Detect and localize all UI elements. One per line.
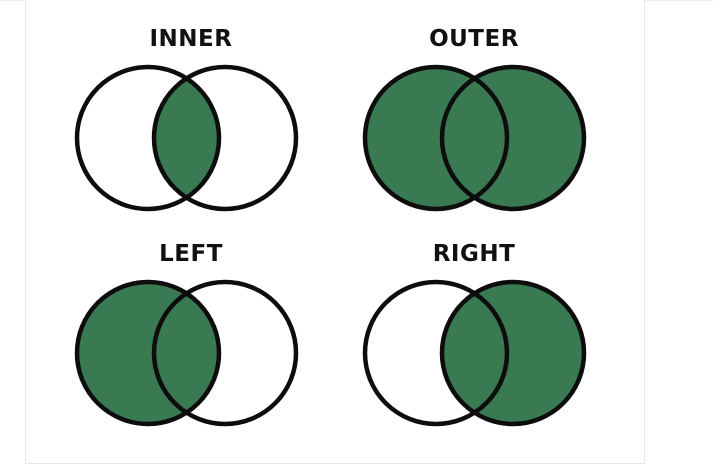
left-right-outline xyxy=(151,279,299,427)
right-right-fill xyxy=(442,282,584,424)
right-title: RIGHT xyxy=(432,241,516,267)
outer-right-outline xyxy=(439,64,587,212)
left-venn xyxy=(74,279,299,427)
right-left-outline xyxy=(362,279,510,427)
left-title: LEFT xyxy=(159,241,223,267)
left-left-outline xyxy=(74,279,222,427)
inner-right-outline xyxy=(151,64,299,212)
outer-title: OUTER xyxy=(429,26,519,52)
inner-left-outline xyxy=(74,64,222,212)
outer-right-fill xyxy=(442,67,584,209)
right-right-outline xyxy=(439,279,587,427)
outer-venn xyxy=(362,64,587,212)
outer-left-outline xyxy=(362,64,510,212)
inner-venn xyxy=(74,64,299,212)
inner-title: INNER xyxy=(149,26,233,52)
inner-intersection-fill xyxy=(154,67,219,209)
left-left-fill xyxy=(77,282,219,424)
right-venn xyxy=(362,279,587,427)
